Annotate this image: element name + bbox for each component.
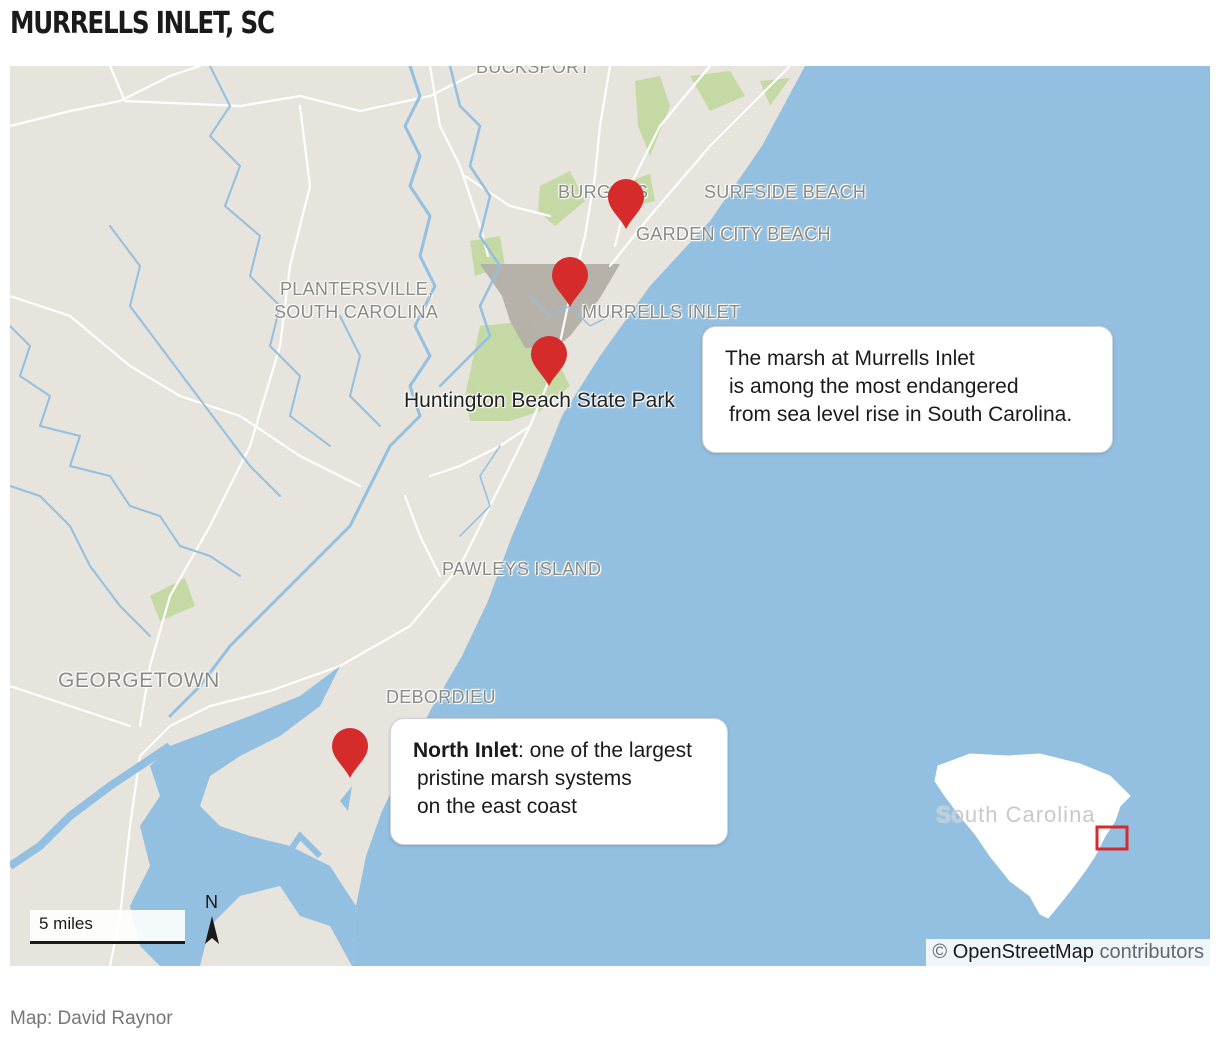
map-pin-icon[interactable]	[529, 336, 569, 388]
callout-bold: North Inlet	[413, 739, 518, 762]
callout-line: from sea level rise in South Carolina.	[729, 403, 1073, 426]
scale-label: 5 miles	[39, 914, 93, 933]
label-plantersville-line2: SOUTH CAROLINA	[274, 302, 439, 322]
inset-locator-box	[1095, 825, 1129, 851]
inset-map	[934, 753, 1131, 919]
label-georgetown: GEORGETOWN	[58, 669, 220, 692]
callout-line: on the east coast	[417, 795, 577, 818]
map-pin-icon[interactable]	[330, 728, 370, 780]
park-area	[150, 578, 195, 621]
callout-line: The marsh at Murrells Inlet	[725, 347, 975, 370]
callout-north-inlet: North Inlet: one of the largest pristine…	[390, 718, 728, 845]
osm-link[interactable]: OpenStreetMap	[952, 941, 1094, 963]
inset-label: South Carolina	[936, 802, 1096, 827]
map-title: MURRELLS INLET, SC	[10, 6, 275, 41]
label-plantersville-line1: PLANTERSVILLE,	[280, 279, 434, 299]
callout-line: is among the most endangered	[729, 375, 1019, 398]
callout-murrells-marsh: The marsh at Murrells Inlet is among the…	[702, 326, 1113, 453]
park-area	[538, 171, 585, 226]
callout-line: pristine marsh systems	[417, 767, 632, 790]
label-pawleys-island: PAWLEYS ISLAND	[442, 559, 602, 579]
label-huntington-beach-state-park: Huntington Beach State Park	[404, 389, 675, 412]
north-arrow-icon	[205, 916, 219, 944]
callout-text: : one of the largest	[518, 739, 692, 762]
attribution-text: contributors	[1099, 941, 1205, 963]
copyright-symbol: ©	[932, 941, 948, 963]
label-bucksport: BUCKSPORT	[476, 66, 591, 77]
park-area	[690, 71, 745, 111]
map-attribution[interactable]: © OpenStreetMap contributors	[926, 939, 1210, 966]
map-pin-icon[interactable]	[606, 179, 646, 231]
north-label: N	[205, 892, 218, 912]
label-surfside-beach: SURFSIDE BEACH	[704, 182, 867, 202]
winyah-bay	[130, 666, 356, 966]
scale-bar: 5 miles	[30, 910, 185, 944]
map-canvas[interactable]: BUCKSPORT BURGESS SURFSIDE BEACH GARDEN …	[10, 66, 1210, 966]
label-garden-city-beach: GARDEN CITY BEACH	[636, 224, 831, 244]
callout-line: North Inlet: one of the largest	[413, 737, 705, 765]
label-murrells-inlet: MURRELLS INLET	[582, 302, 741, 322]
park-area	[760, 78, 790, 106]
label-debordieu: DEBORDIEU	[386, 687, 496, 707]
north-arrow: N	[201, 892, 225, 950]
park-area	[635, 76, 670, 156]
source-credit: Map: David Raynor	[10, 1008, 173, 1029]
map-pin-icon[interactable]	[550, 257, 590, 309]
